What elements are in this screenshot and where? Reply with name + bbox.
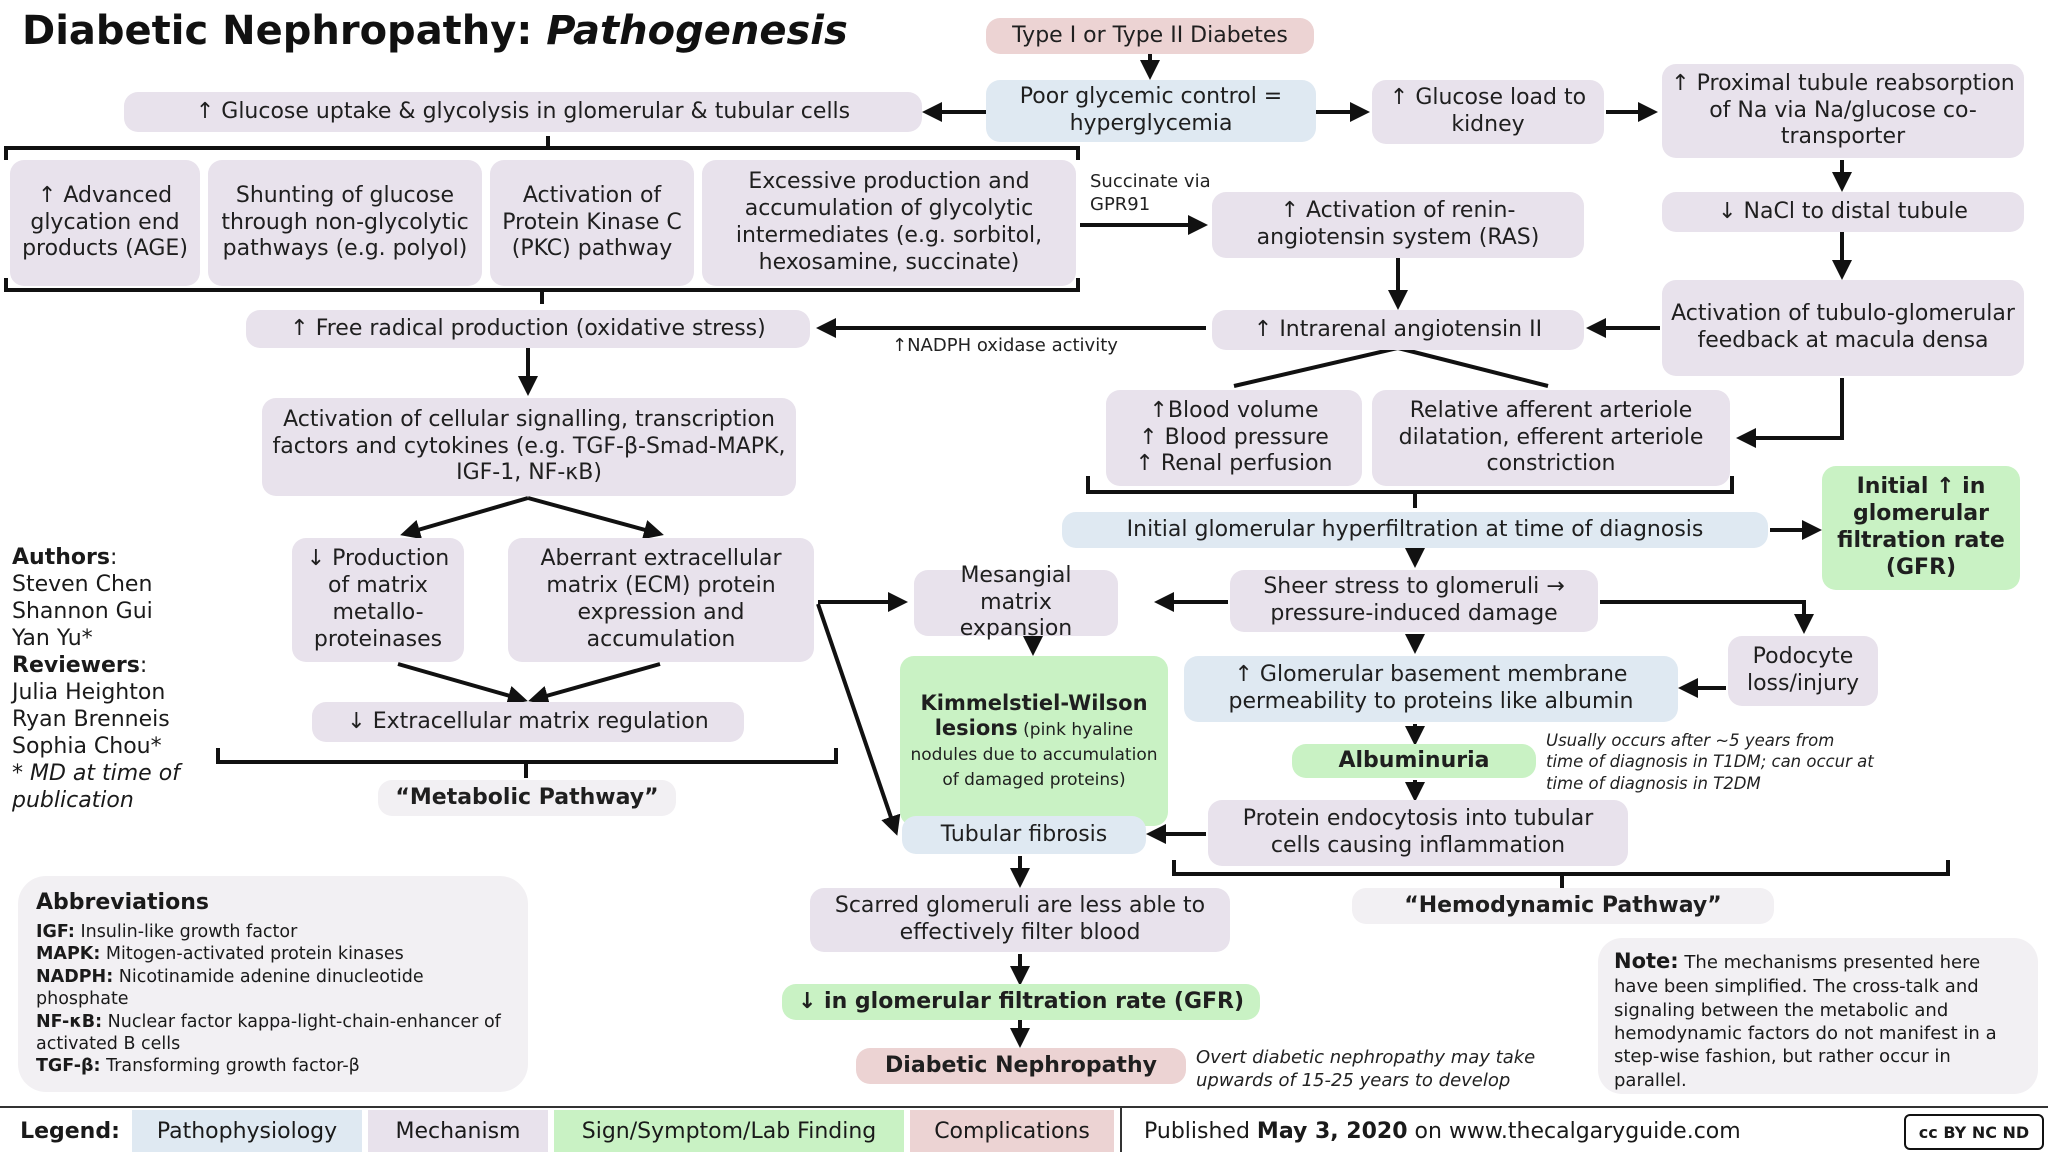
creative-commons-badge-icon[interactable]: cc BY NC ND xyxy=(1904,1114,2044,1150)
reviewers-colon: : xyxy=(139,653,148,679)
abbreviations-title: Abbreviations xyxy=(36,890,209,915)
label-albuminuria-note: Usually occurs after ~5 years from time … xyxy=(1546,731,1874,793)
legend-sign-symptom: Sign/Symptom/Lab Finding xyxy=(554,1110,904,1152)
note-label: Note: xyxy=(1614,949,1679,973)
credits-block: Authors: Steven Chen Shannon Gui Yan Yu*… xyxy=(12,544,202,814)
published-date: May 3, 2020 xyxy=(1256,1118,1408,1144)
note-panel: Note: The mechanisms presented here have… xyxy=(1598,938,2038,1094)
legend-title: Legend: xyxy=(20,1118,120,1144)
published-line: Published May 3, 2020 on www.thecalgaryg… xyxy=(1144,1110,1741,1152)
label-metabolic-pathway: “Metabolic Pathway” xyxy=(378,780,676,816)
abbr-igf: IGF: Insulin-like growth factor xyxy=(36,922,298,942)
node-ecm-regulation: ↓ Extracellular matrix regulation xyxy=(312,702,744,742)
node-albuminuria: Albuminuria xyxy=(1292,744,1536,778)
node-blood-volume: ↑Blood volume ↑ Blood pressure ↑ Renal p… xyxy=(1106,390,1362,486)
node-glucose-load: ↑ Glucose load to kidney xyxy=(1372,80,1604,144)
legend-divider xyxy=(1120,1108,1122,1152)
node-gfr-decrease: ↓ in glomerular filtration rate (GFR) xyxy=(782,984,1260,1020)
md-note: * MD at time of publication xyxy=(12,761,180,814)
title-italic: Pathogenesis xyxy=(546,8,848,54)
node-glucose-uptake: ↑ Glucose uptake & glycolysis in glomeru… xyxy=(124,92,922,132)
node-tubular-fibrosis: Tubular fibrosis xyxy=(902,816,1146,854)
node-proximal-reabsorption: ↑ Proximal tubule reabsorption of Na via… xyxy=(1662,64,2024,158)
node-angiotensin: ↑ Intrarenal angiotensin II xyxy=(1212,310,1584,350)
kw-rest: (pink hyaline nodules due to accumulatio… xyxy=(910,719,1158,791)
node-protein-endocytosis: Protein endocytosis into tubular cells c… xyxy=(1208,800,1628,866)
legend-mechanism: Mechanism xyxy=(368,1110,548,1152)
bracket-metabolic-top xyxy=(4,136,1080,160)
node-signalling: Activation of cellular signalling, trans… xyxy=(262,398,796,496)
authors-colon: : xyxy=(109,545,118,570)
abbr-nadph: NADPH: Nicotinamide adenine dinucleotide… xyxy=(36,966,424,1010)
arrow-sheer-to-podocyte xyxy=(1600,600,1814,634)
legend-complications: Complications xyxy=(910,1110,1114,1152)
arrow-ecm-to-ecmreg xyxy=(528,662,661,706)
node-hyperfiltration: Initial glomerular hyperfiltration at ti… xyxy=(1062,512,1768,548)
line-angiotensin-to-afferent xyxy=(1397,346,1549,388)
reviewer-1: Julia Heighton xyxy=(12,680,166,706)
arrow-feedback-to-afferent xyxy=(1736,378,1844,448)
arrow-mmp-to-ecmreg xyxy=(397,662,528,706)
node-age: ↑ Advanced glycation end products (AGE) xyxy=(10,160,200,286)
arrow-ecm-to-fibrosis xyxy=(816,603,901,836)
author-3: Yan Yu* xyxy=(12,626,93,652)
arrow-signalling-to-mmp xyxy=(400,496,529,540)
node-excess-glycolytic: Excessive production and accumulation of… xyxy=(702,160,1076,286)
arrow-signalling-to-ecm xyxy=(527,496,664,540)
author-1: Steven Chen xyxy=(12,572,153,598)
node-afferent-efferent: Relative afferent arteriole dilatation, … xyxy=(1372,390,1730,486)
label-hemodynamic-pathway: “Hemodynamic Pathway” xyxy=(1352,888,1774,924)
label-overt-note: Overt diabetic nephropathy may take upwa… xyxy=(1196,1047,1536,1092)
note-text: The mechanisms presented here have been … xyxy=(1614,952,1997,1091)
node-diabetic-nephropathy: Diabetic Nephropathy xyxy=(856,1048,1186,1084)
abbreviations-panel: Abbreviations IGF: Insulin-like growth f… xyxy=(18,876,528,1092)
node-sheer-stress: Sheer stress to glomeruli → pressure-ind… xyxy=(1230,570,1598,632)
legend-pathophysiology: Pathophysiology xyxy=(132,1110,362,1152)
node-mesangial: Mesangial matrix expansion xyxy=(914,563,1118,641)
node-shunting: Shunting of glucose through non-glycolyt… xyxy=(208,160,482,286)
abbr-mapk: MAPK: Mitogen-activated protein kinases xyxy=(36,944,404,965)
label-nadph: ↑NADPH oxidase activity xyxy=(892,335,1118,356)
node-tubulo-feedback: Activation of tubulo-glomerular feedback… xyxy=(1662,280,2024,376)
node-nacl: ↓ NaCl to distal tubule xyxy=(1662,192,2024,232)
published-suffix: on www.thecalgaryguide.com xyxy=(1414,1118,1741,1144)
node-pkc: Activation of Protein Kinase C (PKC) pat… xyxy=(490,160,694,286)
page-title: Diabetic Nephropathy: Pathogenesis xyxy=(22,8,848,54)
line-angiotensin-to-bloodvolume xyxy=(1233,346,1399,388)
author-2: Shannon Gui xyxy=(12,599,153,625)
node-mmp: ↓ Production of matrix metallo-proteinas… xyxy=(292,538,464,662)
node-hyperglycemia: Poor glycemic control = hyperglycemia xyxy=(986,80,1316,142)
abbr-nfkb: NF-κB: Nuclear factor kappa-light-chain-… xyxy=(36,1011,501,1054)
node-diabetes: Type I or Type II Diabetes xyxy=(986,18,1314,54)
kw-bold: Kimmelstiel-Wilson lesions xyxy=(920,690,1148,740)
node-podocyte: Podocyte loss/injury xyxy=(1728,636,1878,706)
label-succinate: Succinate via GPR91 xyxy=(1090,171,1211,216)
node-gbm: ↑ Glomerular basement membrane permeabil… xyxy=(1184,656,1678,722)
node-ras: ↑ Activation of renin-angiotensin system… xyxy=(1212,192,1584,258)
published-prefix: Published xyxy=(1144,1118,1250,1144)
node-kimmelstiel-wilson: Kimmelstiel-Wilson lesions (pink hyaline… xyxy=(900,656,1168,826)
node-initial-gfr: Initial ↑ in glomerular filtration rate … xyxy=(1822,466,2020,590)
node-scarred: Scarred glomeruli are less able to effec… xyxy=(810,888,1230,952)
bracket-ecm-bottom xyxy=(216,748,838,778)
abbr-tgfb: TGF-β: Transforming growth factor-β xyxy=(36,1056,360,1077)
reviewer-2: Ryan Brenneis xyxy=(12,707,170,733)
reviewers-label: Reviewers xyxy=(12,653,140,679)
node-ecm: Aberrant extracellular matrix (ECM) prot… xyxy=(508,538,814,662)
node-free-radical: ↑ Free radical production (oxidative str… xyxy=(246,310,810,348)
reviewer-3: Sophia Chou* xyxy=(12,734,162,760)
authors-label: Authors xyxy=(12,545,110,570)
title-main: Diabetic Nephropathy: xyxy=(22,8,547,54)
